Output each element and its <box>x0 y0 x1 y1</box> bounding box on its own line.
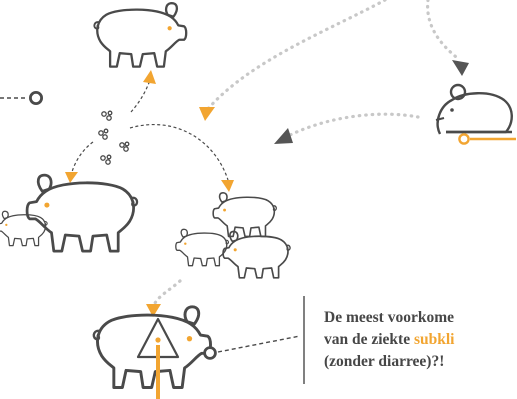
arrowhead-orange <box>143 70 156 84</box>
gray-dotted-arrow <box>288 112 420 137</box>
dashed-arrow <box>129 123 229 181</box>
gray-dotted-arrow <box>426 0 462 62</box>
callout-line-3: (zonder diarree)?! <box>324 353 445 370</box>
arrowhead-dark <box>452 60 469 76</box>
piglet-icon <box>175 228 230 267</box>
pig-icon <box>25 173 139 253</box>
warning-icon <box>136 317 180 399</box>
connector-icon <box>203 335 301 360</box>
pig-icon <box>212 192 278 238</box>
mouse-icon <box>435 83 516 145</box>
piglet-icon <box>0 210 48 247</box>
dashed-arrow <box>130 79 151 113</box>
dashed-arrow <box>71 141 94 173</box>
callout-line-1: De meest voorkome <box>324 309 454 326</box>
arrowhead-orange <box>199 107 215 121</box>
arrowhead-dark <box>274 128 293 144</box>
connector-icon <box>0 91 43 106</box>
callout-line-2-text: van de ziekte <box>324 331 414 348</box>
gray-dotted-arrow <box>205 0 387 112</box>
callout-line-2: van de ziekte subkli <box>324 329 517 351</box>
pig-icon <box>93 2 188 68</box>
gray-dotted-arrow <box>152 279 182 307</box>
callout-accent-text: subkli <box>413 331 455 348</box>
pig-icon <box>222 230 291 279</box>
bacteria-icon <box>98 110 130 165</box>
arrowhead-orange <box>65 172 78 183</box>
arrowhead-orange <box>221 180 234 192</box>
arrowhead-orange <box>146 304 161 317</box>
callout-text: De meest voorkome van de ziekte subkli (… <box>324 307 517 373</box>
